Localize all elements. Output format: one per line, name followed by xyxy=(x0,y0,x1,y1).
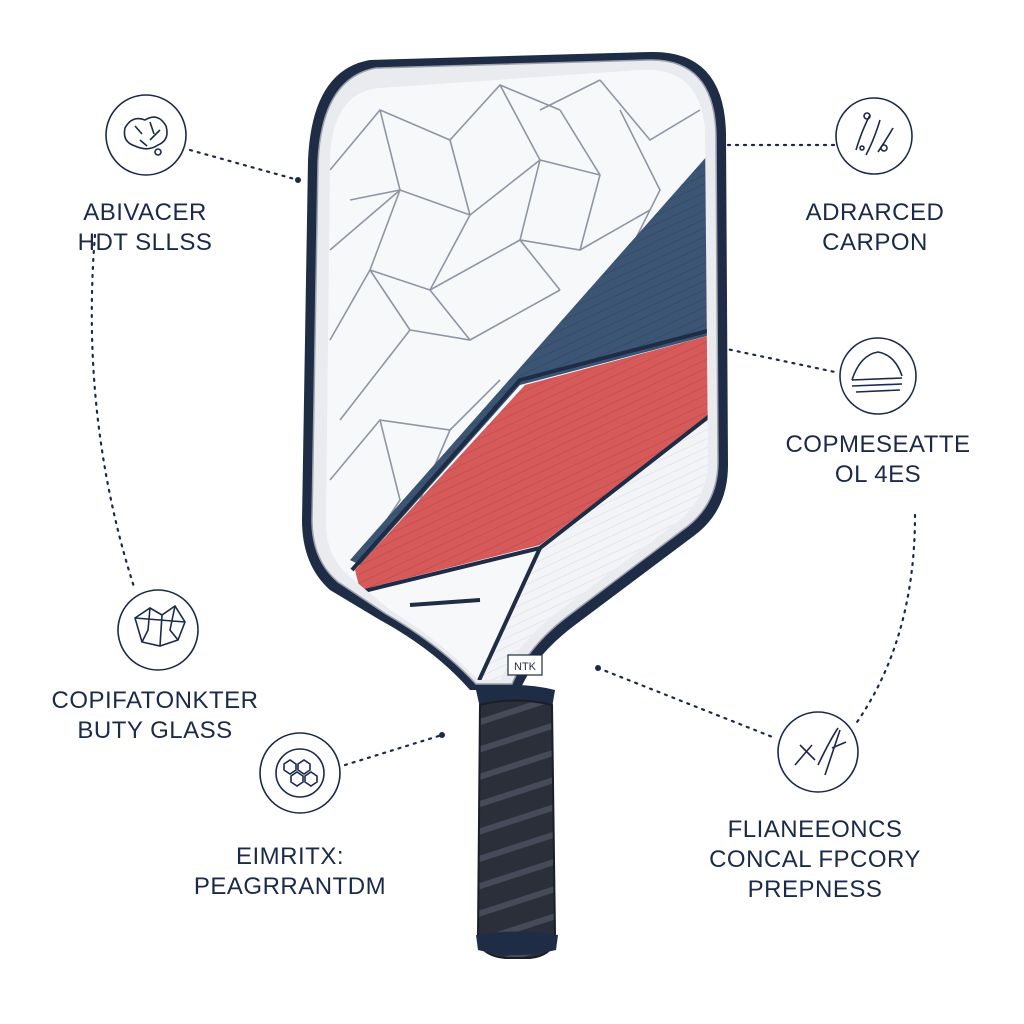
leader-lines xyxy=(90,143,917,767)
leader-dot xyxy=(295,177,301,183)
callout-line: COPMESEATTE xyxy=(785,431,971,458)
callout-line: CARPON xyxy=(822,229,928,256)
leader-left-arc xyxy=(90,233,137,592)
callout-line: HDT SLLSS xyxy=(77,229,213,256)
callout-line: ADRARCED xyxy=(805,199,945,226)
callout-icons xyxy=(105,94,917,814)
callout-line: COPIFATONKTER xyxy=(51,687,259,714)
callout-line: PEAGRRANTDM xyxy=(193,873,387,900)
callout-label-mid-left: COPIFATONKTER BUTY GLASS xyxy=(30,686,280,746)
leader-dot xyxy=(595,665,601,671)
callout-line: CONCAL FPCORY xyxy=(709,846,921,873)
grip xyxy=(476,699,557,959)
neck-badge: NTK xyxy=(514,661,537,673)
callout-line: FLIANEEONCS xyxy=(727,816,903,843)
callout-label-top-right: ADRARCED CARPON xyxy=(770,198,980,258)
navy-panel xyxy=(350,130,708,565)
callout-line: BUTY GLASS xyxy=(77,717,233,744)
callout-label-bottom-right: FLIANEEONCS CONCAL FPCORY PREPNESS xyxy=(690,815,940,905)
crystal-cluster-icon xyxy=(105,94,187,176)
grip-end-cap xyxy=(476,931,558,955)
callout-label-top-left: ABIVACER HDT SLLSS xyxy=(40,198,250,258)
callout-line: OL 4ES xyxy=(834,461,922,488)
fiber-strands-icon xyxy=(835,97,913,175)
glass-fragments-icon xyxy=(117,589,199,671)
callout-line: EIMRITX: xyxy=(235,843,344,870)
red-panel xyxy=(355,330,708,590)
geometric-pattern xyxy=(329,79,701,561)
leader-bottom-right xyxy=(596,666,777,740)
callout-line: ABIVACER xyxy=(83,199,207,226)
leader-bottom-left xyxy=(343,733,444,767)
paddle-face xyxy=(325,69,708,680)
paddle: NTK xyxy=(302,51,728,959)
callout-label-mid-right: COPMESEATTE OL 4ES xyxy=(768,430,988,490)
callout-line: PREPNESS xyxy=(747,876,883,903)
leader-top-left xyxy=(188,148,300,182)
neck-badge-box xyxy=(507,654,543,676)
honeycomb-texture-icon xyxy=(259,732,341,814)
leader-dot xyxy=(439,732,445,738)
leader-mid-right xyxy=(720,346,837,374)
tools-icon xyxy=(777,711,859,793)
layered-core-icon xyxy=(839,337,917,415)
leader-right-arc xyxy=(853,513,917,727)
callout-label-bottom-left: EIMRITX: PEAGRRANTDM xyxy=(175,842,405,902)
